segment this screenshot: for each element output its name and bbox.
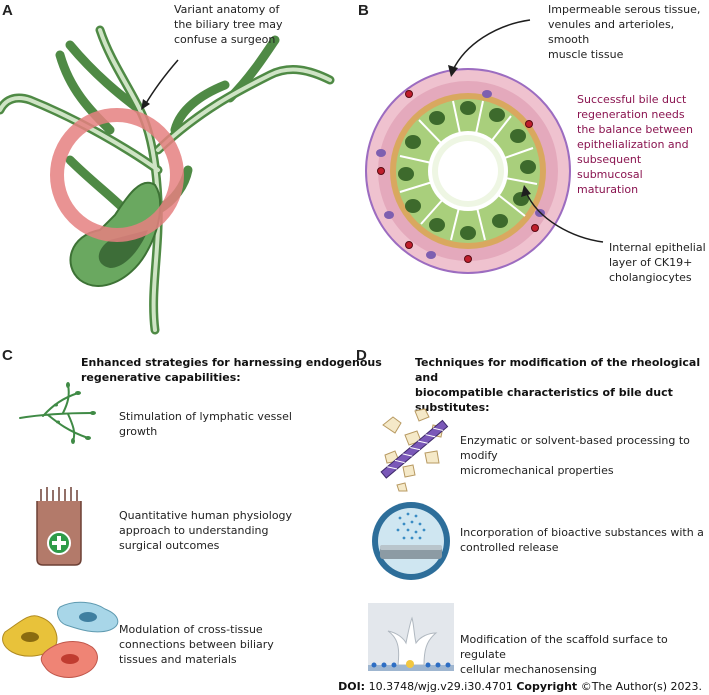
panel-a-annotation: Variant anatomy of the biliary tree may … [174,3,283,46]
arrow-a [144,59,179,106]
arrow-b-top [448,19,531,77]
panel-c-item-1-text: Stimulation of lymphatic vessel growth [119,410,292,438]
panel-c-item-3-text: Modulation of cross-tissue connections b… [119,623,274,666]
panel-b-top-annotation: Impermeable serous tissue, venules and a… [548,3,701,61]
panel-d-item-3-text: Modification of the scaffold surface to … [460,633,668,676]
doi-copyright-footer: DOI: 10.3748/wjg.v29.i30.4701 Copyright … [338,680,702,694]
fiber-fragments-icon [380,408,449,492]
panel-b-bottom-annotation: Internal epithelial layer of CK19+ chola… [609,241,706,284]
panel-b-letter: B [358,2,369,19]
panel-c-heading: Enhanced strategies for harnessing endog… [81,356,382,384]
biliary-tree-illustration [0,25,335,335]
panel-c-item-2-text: Quantitative human physiology approach t… [119,509,293,552]
cell-plus-icon [36,487,82,566]
panel-c-letter: C [2,347,13,364]
lymphatic-vessel-icon [19,382,96,444]
panel-d-heading: Techniques for modification of the rheol… [415,356,701,414]
doi-value: 10.3748/wjg.v29.i30.4701 [368,680,513,693]
release-capsule-icon [372,502,450,580]
bile-duct-cross-section [365,68,571,274]
panel-b-middle-annotation: Successful bile duct regeneration needs … [577,93,693,196]
cells-icon [2,601,119,678]
panel-d-item-1-text: Enzymatic or solvent-based processing to… [460,434,690,477]
panel-a-letter: A [2,2,13,19]
copyright-value: ©The Author(s) 2023. [580,680,702,693]
arrow-b-bottom [521,185,604,243]
copyright-label: Copyright [516,680,578,693]
panel-d-letter: D [356,347,367,364]
doi-label: DOI: [338,680,366,693]
panel-d-item-2-text: Incorporation of bioactive substances wi… [460,526,704,554]
cell-surface-icon [368,603,454,671]
